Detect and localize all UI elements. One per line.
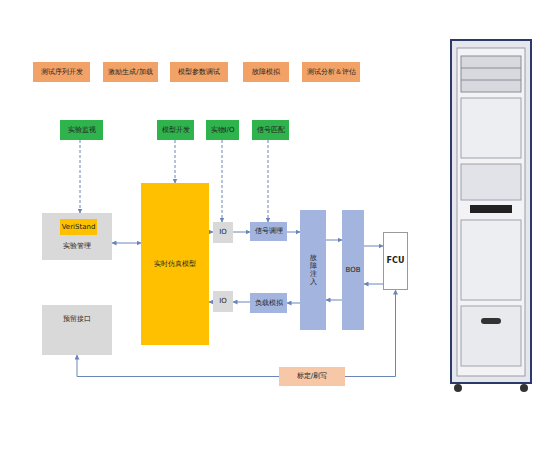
node-text: 实验监视: [68, 126, 96, 134]
dashed-arrow: [175, 140, 176, 183]
node-text: 模型开发: [162, 126, 190, 134]
signal-arrow: [287, 303, 300, 304]
input-box: 实物I/O: [206, 120, 239, 140]
signal-arrow: [112, 243, 141, 244]
node-text: VeriStand: [62, 223, 96, 231]
node-text: 测试分析＆评估: [307, 68, 356, 76]
handle: [481, 318, 501, 324]
io-box: IO: [213, 222, 233, 243]
node-text: 实物I/O: [211, 126, 235, 134]
controller-box: FCU: [383, 232, 408, 290]
signal-arrow: [77, 355, 279, 377]
dashed-arrow: [222, 140, 223, 222]
node-text: 测试序列开发: [41, 68, 83, 76]
node-text: FCU: [387, 256, 405, 265]
input-box: 模型开发: [157, 120, 194, 140]
software-box: VeriStand: [60, 219, 97, 235]
rack-unit: [461, 306, 521, 366]
signal-arrow: [326, 300, 342, 301]
node-text: 模型参数调试: [178, 68, 220, 76]
rack-unit: [461, 98, 521, 158]
node-text: 实时仿真模型: [154, 260, 196, 268]
task-box: 测试序列开发: [33, 62, 90, 82]
io-box: IO: [213, 291, 233, 312]
node-text: 预留接口: [63, 315, 91, 323]
interface-box: 标定/刷写: [279, 367, 345, 386]
node-text: 故障模拟: [252, 68, 280, 76]
node-text: 标定/刷写: [297, 372, 327, 380]
rack-unit: [461, 164, 521, 200]
module-box: 预留接口: [42, 305, 112, 355]
cabinet-frame: [451, 40, 531, 383]
node-text: BOB: [346, 266, 361, 274]
input-box: 信号匹配: [252, 120, 289, 140]
wheel: [520, 384, 528, 392]
dashed-arrow: [80, 140, 81, 213]
task-box: 测试分析＆评估: [302, 62, 360, 82]
node-text: IO: [219, 228, 227, 236]
signal-arrow: [233, 302, 250, 303]
module-box: 实验管理 VeriStand: [42, 213, 112, 260]
signal-arrow: [233, 232, 250, 233]
input-box: 实验监视: [60, 120, 103, 140]
signal-box: 故障注入: [300, 210, 326, 330]
signal-box: 信号调理: [250, 222, 287, 241]
task-box: 激励生成/加载: [103, 62, 158, 82]
signal-arrow: [326, 240, 342, 241]
model-box: 实时仿真模型: [141, 183, 209, 345]
dashed-arrow: [268, 140, 269, 222]
node-text: 信号匹配: [257, 126, 285, 134]
rack-line: [461, 68, 521, 69]
node-text: 激励生成/加载: [108, 68, 152, 76]
signal-arrow: [364, 246, 383, 247]
node-text: IO: [219, 297, 227, 305]
task-box: 故障模拟: [243, 62, 289, 82]
node-text: 故障注入: [308, 254, 318, 286]
signal-arrow: [364, 284, 383, 285]
signal-arrow: [287, 232, 300, 233]
signal-box: BOB: [342, 210, 364, 330]
task-box: 模型参数调试: [170, 62, 228, 82]
drawer-slot: [470, 205, 512, 213]
signal-box: 负载模拟: [250, 293, 287, 313]
node-text: 信号调理: [255, 227, 283, 235]
rack-unit: [461, 220, 521, 300]
cabinet-door: [457, 48, 525, 376]
rack-line: [461, 80, 521, 81]
node-text: 实验管理: [63, 242, 91, 250]
wheel: [454, 384, 462, 392]
rack-unit: [461, 56, 521, 92]
node-text: 负载模拟: [255, 299, 283, 307]
